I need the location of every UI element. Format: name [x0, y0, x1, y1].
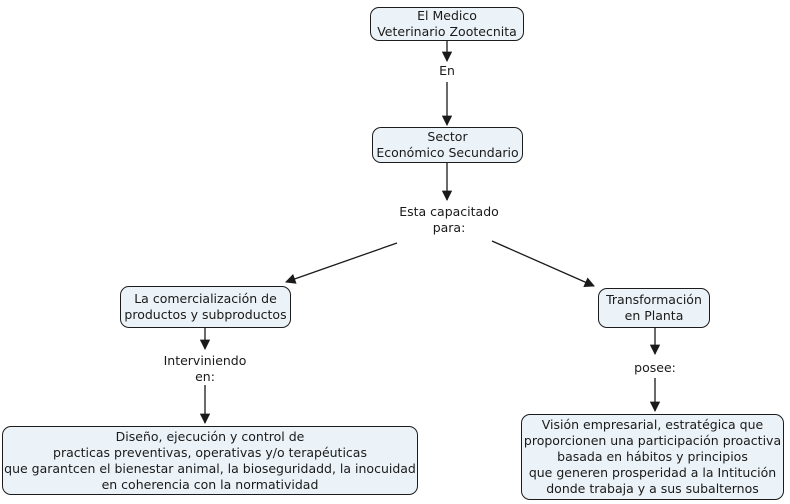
node-text-line: Transformación — [606, 292, 702, 307]
node-text-line: Veterinario Zootecnita — [377, 24, 517, 39]
node-comercializacion: La comercialización de productos y subpr… — [120, 286, 291, 328]
edge-label-line: en: — [195, 369, 215, 384]
node-sector-economico: Sector Económico Secundario — [372, 127, 523, 163]
node-text-line: en Planta — [624, 308, 684, 323]
node-text-line: productos y subproductos — [124, 307, 287, 322]
edge-label-line: para: — [432, 220, 466, 235]
node-text-line: que generen prosperidad a la Intitución — [528, 465, 777, 480]
edge-label-en: En — [427, 63, 467, 79]
node-text-line: La comercialización de — [134, 291, 277, 306]
node-diseno-ejecucion: Diseño, ejecución y control de practicas… — [2, 426, 418, 495]
node-text-line: en coherencia con la normatividad — [101, 476, 319, 492]
node-text-line: El Medico — [417, 8, 477, 23]
node-text-line: Económico Secundario — [376, 145, 519, 160]
edge-label-interviniendo: Interviniendo en: — [155, 353, 255, 385]
node-text-line: que garantcen el bienestar animal, la bi… — [4, 460, 416, 476]
node-text-line: Sector — [427, 129, 468, 144]
node-text-line: Visión empresarial, estratégica que — [541, 417, 764, 432]
edge-label-line: Interviniendo — [163, 353, 247, 368]
arrow-capacitado-to-transformacion — [491, 240, 595, 287]
node-text-line: basada en hábitos y principios — [557, 449, 748, 464]
edge-label-line: Esta capacitado — [399, 204, 499, 219]
node-text-line: Diseño, ejecución y control de — [115, 428, 305, 444]
node-text-line: donde trabaja y a sus subalternos — [546, 481, 759, 496]
node-vision-empresarial: Visión empresarial, estratégica que prop… — [521, 414, 784, 500]
edge-label-line: posee: — [634, 360, 676, 375]
arrow-capacitado-to-comercializacion — [285, 242, 398, 284]
edge-label-esta-capacitado: Esta capacitado para: — [388, 204, 510, 236]
node-text-line: practicas preventivas, operativas y/o te… — [53, 444, 367, 460]
node-el-medico: El Medico Veterinario Zootecnita — [370, 7, 524, 41]
edge-label-posee: posee: — [625, 360, 685, 376]
node-transformacion: Transformación en Planta — [598, 288, 710, 328]
node-text-line: proporcionen una participación proactiva — [523, 433, 782, 448]
edge-label-line: En — [439, 63, 455, 78]
